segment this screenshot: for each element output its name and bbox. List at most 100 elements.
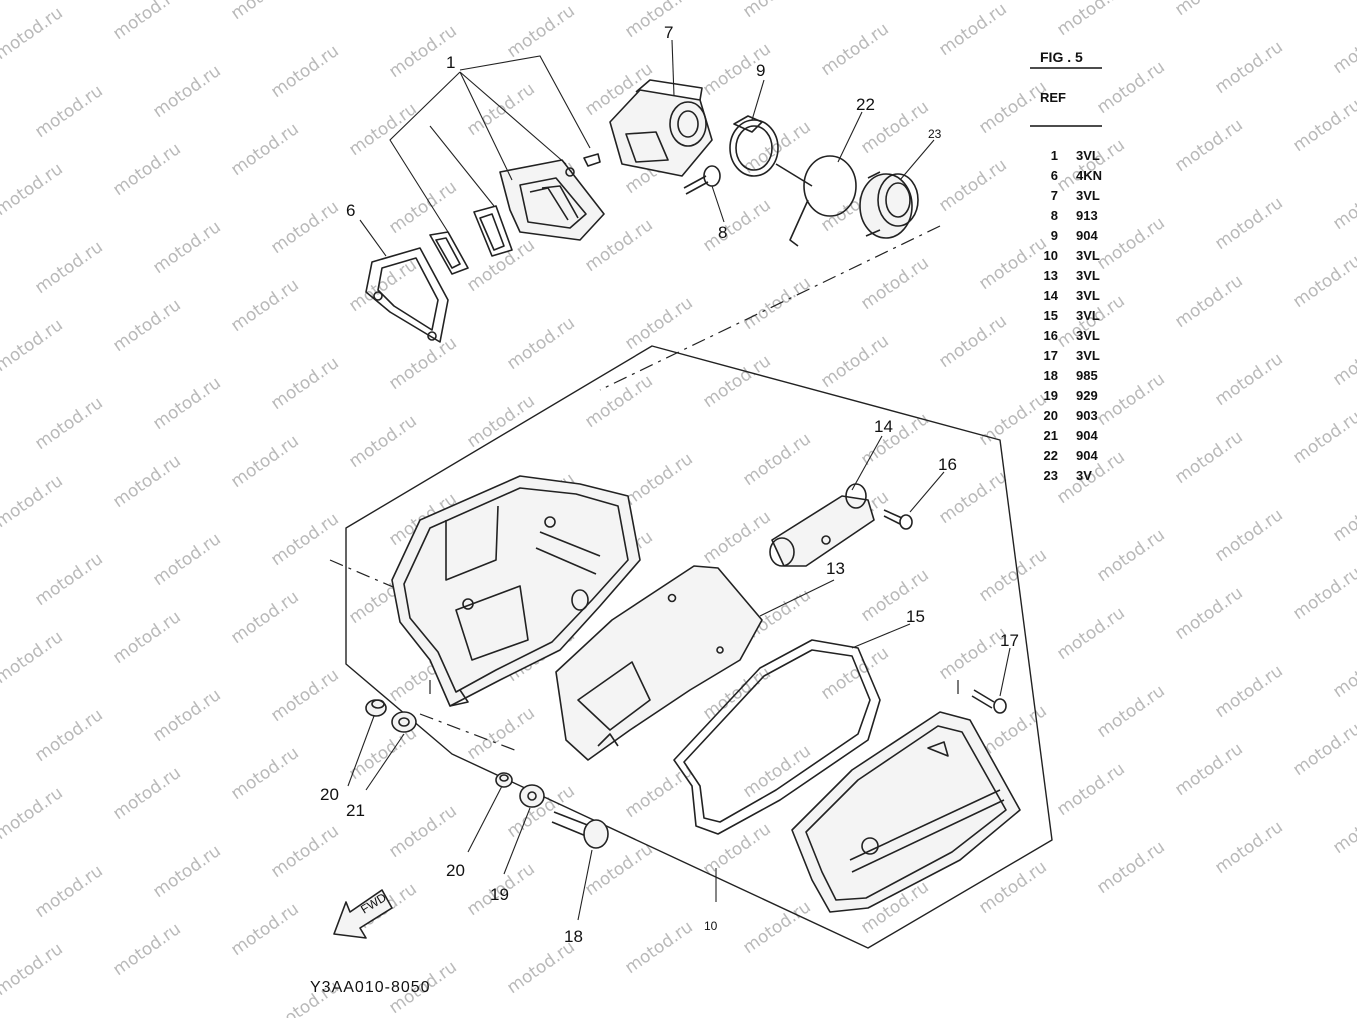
callout-17: 17 [1000,631,1019,650]
watermark-text: motod.ru [0,783,67,844]
callout-6: 6 [346,201,355,220]
watermark-text: motod.ru [345,0,420,4]
watermark-text: motod.ru [385,177,460,238]
table-ref-number: 8 [1051,208,1058,223]
table-ref-number: 14 [1044,288,1059,303]
callout-20a: 20 [320,785,339,804]
watermark-text: motod.ru [109,919,184,980]
callout-14: 14 [874,417,893,436]
watermark-text: motod.ru [1171,271,1246,332]
table-ref-number: 20 [1044,408,1058,423]
table-part-code: 3VL [1076,308,1100,323]
table-ref-number: 6 [1051,168,1058,183]
drawing-code: Y3AA010-8050 [310,979,431,996]
element-13 [555,565,763,761]
watermark-text: motod.ru [503,937,578,998]
watermark-text: motod.ru [109,451,184,512]
intake-manifold-7 [609,79,713,177]
watermark-text: motod.ru [975,857,1050,918]
watermark-text: motod.ru [149,529,224,590]
watermark-text: motod.ru [1171,115,1246,176]
watermark-text: motod.ru [149,217,224,278]
watermark-text: motod.ru [267,41,342,102]
watermark-text: motod.ru [503,1,578,62]
callout-9: 9 [756,61,765,80]
center-line-lower [419,713,521,753]
watermark-text: motod.ru [1329,17,1357,78]
watermark-text: motod.ru [31,237,106,298]
table-part-code: 3VL [1076,148,1100,163]
watermark-text: motod.ru [817,331,892,392]
watermark-text: motod.ru [267,197,342,258]
table-part-code: 3V [1076,468,1092,483]
watermark-text: motod.ru [739,429,814,490]
callout-21: 21 [346,801,365,820]
table-part-code: 904 [1076,428,1098,443]
watermark-text: motod.ru [1211,505,1286,566]
watermark-text: motod.ru [1211,817,1286,878]
callout-7: 7 [664,23,673,42]
callout-23: 23 [928,127,942,141]
watermark-text: motod.ru [1053,759,1128,820]
callout-20b: 20 [446,861,465,880]
watermark-text: motod.ru [227,119,302,180]
watermark-text: motod.ru [1329,641,1357,702]
watermark-text: motod.ru [31,861,106,922]
watermark-text: motod.ru [975,545,1050,606]
table-part-code: 3VL [1076,328,1100,343]
table-ref-number: 16 [1044,328,1058,343]
grommet-20a [365,699,387,717]
watermark-text: motod.ru [149,61,224,122]
watermark-text: motod.ru [109,0,184,44]
clamp-9 [729,115,779,177]
watermark-text: motod.ru [0,315,67,376]
ref-header: REF [1040,90,1066,105]
watermark-text: motod.ru [699,351,774,412]
callout-1: 1 [446,53,455,72]
watermark-text: motod.ru [1093,681,1168,742]
watermark-text: motod.ru [345,411,420,472]
watermark-text: motod.ru [1289,719,1357,780]
leader-lines [347,39,1011,921]
watermark-text: motod.ru [227,275,302,336]
watermark-text: motod.ru [1093,57,1168,118]
screw-16 [883,509,913,530]
watermark-text: motod.ru [1329,485,1357,546]
table-ref-number: 13 [1044,268,1058,283]
washer-19 [519,784,545,808]
watermark-text: motod.ru [227,899,302,960]
table-ref-number: 7 [1051,188,1058,203]
callout-15: 15 [906,607,925,626]
joint-23 [859,171,919,239]
fig-label: FIG . 5 [1040,49,1083,65]
watermark-text: motod.ru [621,761,696,822]
watermark-text: motod.ru [1093,525,1168,586]
watermark-text: motod.ru [621,0,696,42]
screw-8 [683,165,721,195]
watermark-text: motod.ru [935,311,1010,372]
table-part-code: 929 [1076,388,1098,403]
callout-8: 8 [718,223,727,242]
watermark-text: motod.ru [227,587,302,648]
table-ref-number: 17 [1044,348,1058,363]
watermark-text: motod.ru [109,607,184,668]
table-ref-number: 18 [1044,368,1058,383]
watermark-text: motod.ru [975,77,1050,138]
air-cleaner-cover [791,711,1021,913]
watermark-text: motod.ru [0,159,67,220]
watermark-text: motod.ru [699,195,774,256]
watermark-text: motod.ru [1329,797,1357,858]
watermark-text: motod.ru [1093,213,1168,274]
watermark-text: motod.ru [1171,0,1246,20]
table-ref-number: 21 [1044,428,1058,443]
watermark-text: motod.ru [1289,563,1357,624]
watermark-text: motod.ru [1329,173,1357,234]
watermark-text: motod.ru [463,703,538,764]
watermark-text: motod.ru [817,19,892,80]
table-part-code: 913 [1076,208,1098,223]
watermark-text: motod.ru [935,0,1010,60]
watermark-text: motod.ru [1093,837,1168,898]
table-part-code: 4KN [1076,168,1102,183]
center-line-upper [599,225,941,391]
